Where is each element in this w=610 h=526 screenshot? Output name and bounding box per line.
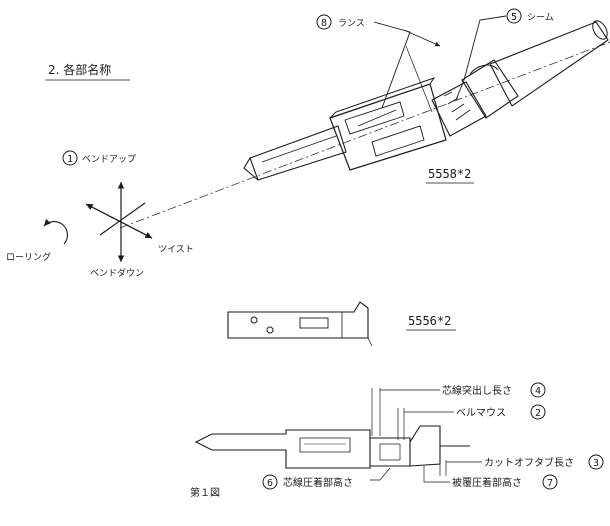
dim7-leader [423,466,450,483]
twist-label: ツイスト [158,245,194,255]
callout-circle-7 [542,474,558,490]
terminal-box-top [329,77,436,119]
dim3-label: カットオフタブ長さ [484,456,574,469]
flat-terminal-window [299,317,329,329]
terminal-axis-line [119,41,610,229]
dim4-label: 芯線突出し長さ [442,384,512,397]
callout-circle-6 [262,474,278,490]
callout-number-8: 8 [321,18,327,29]
dim7-label: 被覆圧着部高さ [452,476,522,489]
callout-circle-4 [530,382,546,398]
crimp-serrations [443,91,471,121]
part-number-5558: 5558*2 [428,167,471,181]
part-number-5556: 5556*2 [408,314,451,328]
lance-tongue [357,109,397,127]
side-insulation-crimp [409,425,441,467]
terminal-perspective-drawing [243,20,609,181]
callout-number-4: 4 [535,386,541,397]
callout-circle-2 [530,404,546,420]
lance-leader-line [373,21,411,109]
bend-up-label: ベンドアップ [82,154,136,165]
callout-number-1: 1 [67,154,73,165]
callout-number-7: 7 [547,478,553,489]
figure-caption: 第１図 [190,486,220,499]
dim2-label: ベルマウス [456,407,506,419]
callout-number-6: 6 [267,478,273,489]
terminal-pin [249,125,347,181]
flat-terminal-tab [367,337,373,347]
callout-circle-5 [506,8,522,24]
lance-label: ランス [338,18,365,29]
box-slot [371,125,425,157]
side-terminal-window [299,437,351,453]
section-heading: 2. 各部名称 [48,62,111,77]
dim6-leader [370,467,391,481]
wire-body [489,21,609,107]
callout-number-2: 2 [535,408,541,419]
motion-axes-symbol: 1 ベンドアップ ローリング ツイスト ベンドダウン [6,150,194,279]
insulation-crimp [461,59,519,119]
lance-window [344,101,405,135]
dim6-label: 芯線圧着部高さ [283,476,353,489]
callout-circle-8 [316,14,332,30]
bend-down-label: ベンドダウン [90,267,144,279]
conductor-crimp [431,81,487,137]
flat-terminal-hole-1 [250,316,258,324]
callout-number-3: 3 [593,458,599,469]
pin-tip [243,157,259,181]
callout-circle-1 [62,150,78,166]
rolling-arrow [43,218,68,245]
conductor-crimp-detail [379,443,401,461]
seam-leader-line [455,15,507,101]
flat-terminal-hole-2 [266,326,274,334]
rolling-label: ローリング [6,251,51,263]
side-terminal-pin-and-box [194,429,371,469]
callout-number-5: 5 [511,12,517,23]
wire-end [592,20,608,40]
side-conductor-crimp [370,437,411,467]
flat-terminal-body [227,301,369,339]
lance-extension-line [405,45,433,113]
pin-edge [261,135,337,163]
side-view-terminal-drawing [194,425,470,469]
insulation-wing [469,64,499,75]
cross-axis-line [99,202,146,236]
lance-dimension-arrow [403,29,441,47]
seam-label: シーム [527,12,554,23]
flat-terminal-drawing [227,301,373,347]
callout-circle-3 [588,454,604,470]
